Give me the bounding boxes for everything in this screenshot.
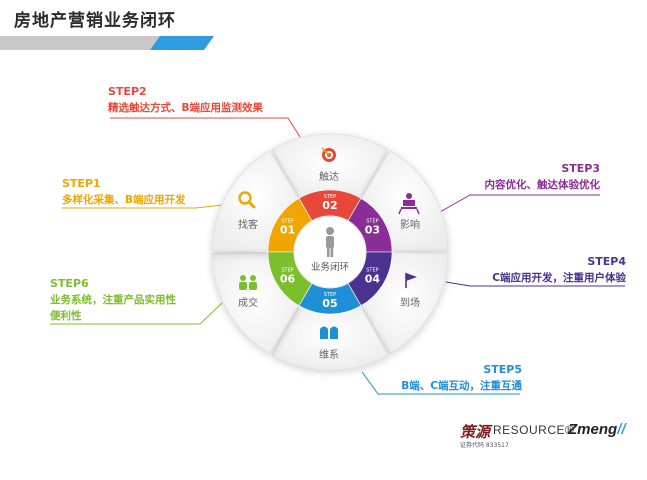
callout-step6: STEP6 业务系统，注重产品实用性 便利性: [50, 276, 176, 324]
resource-stock-code: 证券代码 833517: [460, 442, 509, 449]
center-label: 业务闭环: [311, 261, 349, 273]
inner-step-word-6: STEP: [281, 268, 293, 274]
connector-step4: [445, 281, 625, 287]
inner-step-number-6: 06: [280, 273, 296, 286]
presenter-icon: [398, 193, 420, 215]
title-underline-band: [0, 36, 214, 50]
callout-step5-title: STEP5: [483, 363, 522, 376]
inner-step-word-5: STEP: [324, 292, 336, 298]
callout-step1: STEP1 多样化采集、B端应用开发: [62, 176, 186, 208]
inner-step-number-1: 01: [280, 224, 295, 237]
outer-label-influence: 影响: [400, 218, 420, 231]
connector-step2: [110, 117, 301, 138]
outer-label-maintain: 维系: [319, 348, 339, 361]
center-disc: [293, 215, 367, 289]
handshake-icon: [320, 326, 338, 339]
inner-step-number-5: 05: [322, 297, 337, 310]
callout-step6-desc1: 业务系统，注重产品实用性: [50, 294, 176, 306]
flag-icon: [405, 273, 417, 288]
people-icon: [239, 275, 257, 290]
connector-step5: [361, 371, 520, 395]
callout-step5-desc: B端、C端互动，注重互通: [401, 380, 522, 392]
callout-step2: STEP2 精选触达方式、B端应用监测效果: [108, 84, 263, 116]
connector-step1: [62, 204, 223, 209]
footer-logos: 策源 RESOURCE® 证券代码 833517 Zmeng//: [460, 421, 640, 451]
page-title: 房地产营销业务闭环: [14, 11, 176, 31]
callout-step2-title: STEP2: [108, 85, 147, 98]
callout-step3: STEP3 内容优化、触达体验优化: [466, 161, 601, 193]
callout-step3-desc: 内容优化、触达体验优化: [484, 179, 601, 191]
person-icon: [326, 227, 334, 257]
outer-label-deal: 成交: [238, 296, 258, 309]
connector-step3: [439, 194, 600, 213]
resource-logo-text: RESOURCE®: [493, 423, 575, 437]
callout-step4-desc: C端应用开发，注重用户体验: [492, 272, 626, 284]
inner-step-word-2: STEP: [324, 194, 336, 200]
zmeng-logo: Zmeng//: [568, 421, 626, 438]
callout-step3-title: STEP3: [561, 162, 600, 175]
callout-step6-desc2: 便利性: [50, 310, 82, 322]
zmeng-logo-text: Zmeng: [568, 421, 618, 438]
inner-step-word-3: STEP: [366, 219, 378, 225]
callout-step1-title: STEP1: [62, 177, 101, 190]
callout-step1-desc: 多样化采集、B端应用开发: [62, 194, 186, 206]
callout-step4: STEP4 C端应用开发，注重用户体验: [468, 254, 626, 286]
inner-step-word-4: STEP: [366, 268, 378, 274]
outer-label-reach: 触达: [319, 170, 339, 183]
resource-logo-mark: 策源: [460, 423, 491, 441]
callout-step4-title: STEP4: [587, 255, 626, 268]
inner-step-number-4: 04: [365, 273, 381, 286]
magnifier-icon: [238, 191, 256, 209]
outer-label-arrive: 到场: [400, 296, 420, 309]
inner-step-number-3: 03: [365, 224, 380, 237]
connector-step6: [50, 302, 223, 325]
zmeng-logo-mark: //: [617, 421, 626, 438]
callout-step5: STEP5 B端、C端互动，注重互通: [388, 362, 522, 394]
inner-step-number-2: 02: [322, 199, 337, 212]
outer-label-find: 找客: [238, 218, 258, 231]
inner-step-word-1: STEP: [281, 219, 293, 225]
target-icon: [321, 147, 336, 162]
callout-step6-title: STEP6: [50, 277, 89, 290]
callout-step2-desc: 精选触达方式、B端应用监测效果: [108, 102, 264, 114]
